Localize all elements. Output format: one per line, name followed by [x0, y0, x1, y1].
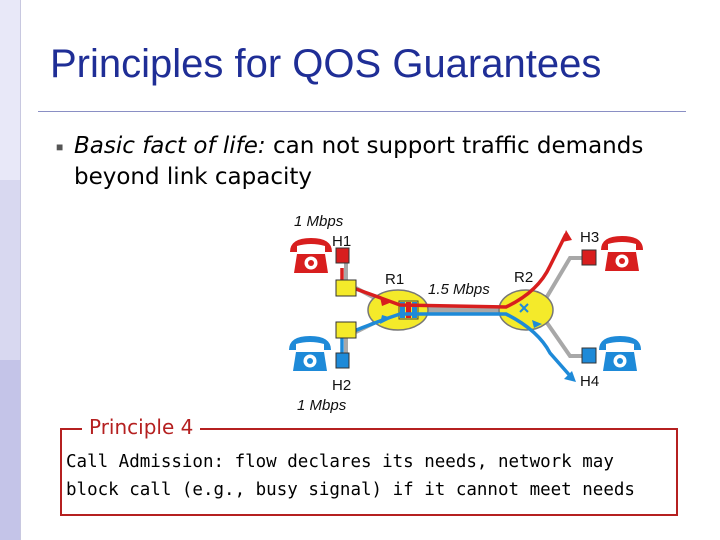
h4-host-box — [581, 347, 597, 364]
h3-host-box — [581, 249, 597, 266]
host1-label: H1 — [332, 233, 351, 250]
bullet-rest: can not support traffic demands beyond l… — [74, 133, 644, 190]
drop-mark-b — [519, 303, 529, 313]
queue-r1-outline — [398, 300, 419, 320]
host2-rate-label: 1 Mbps — [297, 397, 347, 414]
blue-arrow-r1 — [380, 315, 392, 324]
host4-label: H4 — [580, 373, 599, 390]
h2-edge-box — [335, 321, 357, 339]
phone-h4 — [599, 336, 641, 371]
h2-host-box — [335, 352, 350, 369]
side-divider — [20, 0, 21, 540]
link-rate-label: 1.5 Mbps — [428, 281, 490, 298]
h1-host-box — [335, 247, 350, 264]
red-arrow-r1 — [380, 297, 392, 306]
slide-title: Principles for QOS Guarantees — [50, 42, 602, 86]
host3-label: H3 — [580, 229, 599, 246]
phone-h3 — [601, 236, 643, 271]
bullet-marker: ■ — [56, 140, 64, 154]
queue-r1-c — [412, 302, 417, 318]
blue-flow-arrow — [564, 371, 576, 382]
side-band-bottom — [0, 360, 20, 540]
title-underline — [38, 111, 686, 112]
phone-h1 — [290, 238, 332, 273]
host1-rate-label: 1 Mbps — [294, 213, 344, 230]
queue-r1-a — [400, 302, 405, 318]
queue-r1-b — [406, 302, 411, 318]
blue-arrow-r2 — [532, 320, 542, 328]
router1-label: R1 — [385, 271, 404, 288]
red-flow-arrow — [562, 230, 572, 242]
phone-h2 — [289, 336, 331, 371]
principle-text: Call Admission: flow declares its needs,… — [66, 452, 635, 500]
host2-label: H2 — [332, 377, 351, 394]
network-diagram: 1 Mbps H1 R1 1.5 Mbps R2 H3 H2 1 Mbps H4 — [289, 213, 643, 414]
side-band-top — [0, 0, 20, 180]
bullet-lead: Basic fact of life: — [74, 133, 266, 159]
principle-label: Principle 4 — [82, 414, 201, 440]
principle-box — [60, 428, 678, 516]
bullet-text: Basic fact of life: can not support traf… — [74, 131, 674, 193]
router2-label: R2 — [514, 269, 533, 286]
h1-edge-box — [335, 279, 357, 297]
side-band-middle — [0, 180, 20, 360]
